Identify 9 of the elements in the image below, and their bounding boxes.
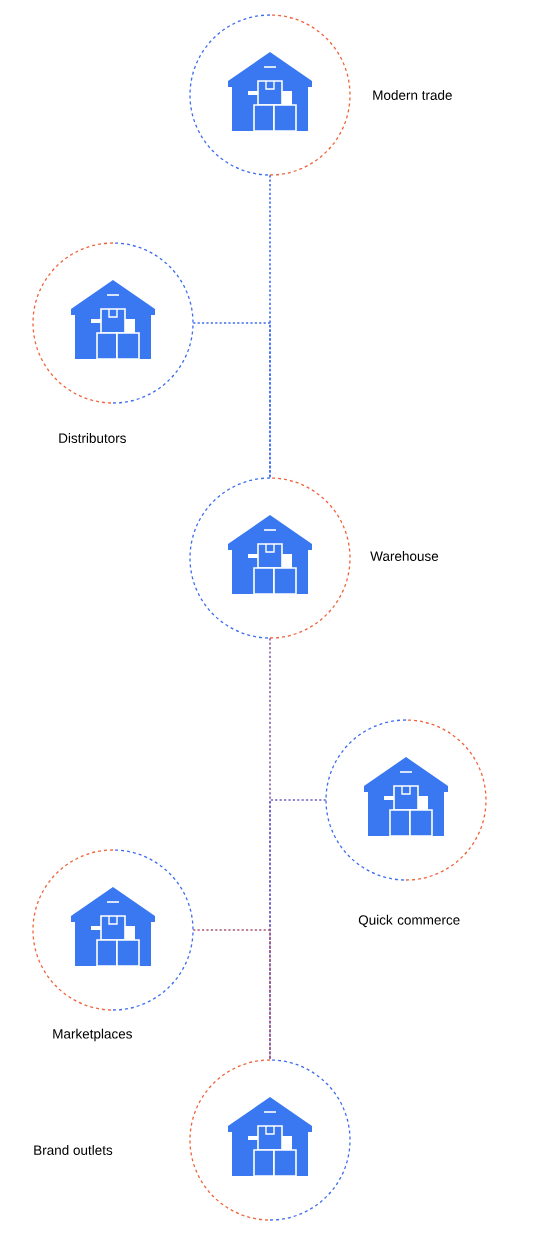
node-label: Modern trade (373, 90, 452, 100)
node-label: Brand outlets (34, 1145, 113, 1155)
node-label: Warehouse (370, 551, 439, 561)
node-label: Quick commerce (358, 914, 460, 928)
node-label: Distributors (59, 433, 126, 443)
connector-line (269, 799, 327, 1061)
connector-line (192, 322, 271, 479)
node-label: Marketplaces (53, 1028, 132, 1042)
connector-line (192, 929, 271, 1061)
